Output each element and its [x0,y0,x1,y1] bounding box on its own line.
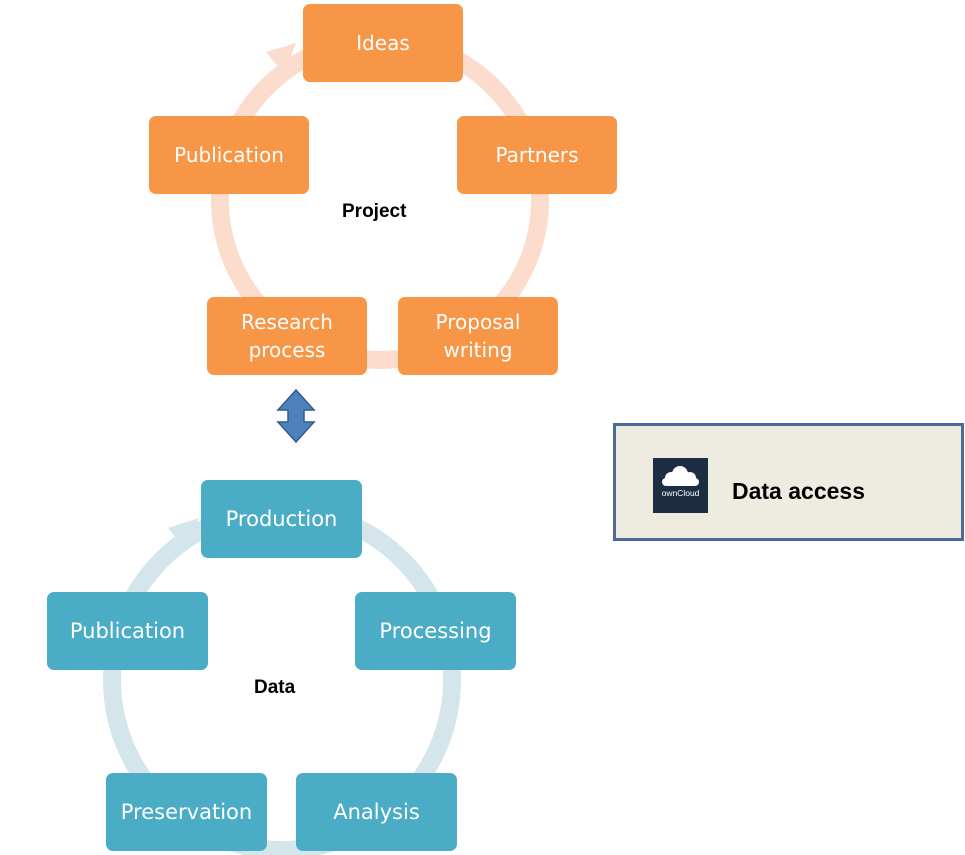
data-node-publication[interactable]: Publication [47,592,208,670]
data-ring-arrowhead [168,518,199,550]
project-node-research-process[interactable]: Research process [207,297,367,375]
project-node-publication[interactable]: Publication [149,116,309,194]
cloud-icon [662,466,699,486]
data-node-preservation[interactable]: Preservation [106,773,267,851]
project-node-proposal-writing[interactable]: Proposal writing [398,297,558,375]
data-node-processing[interactable]: Processing [355,592,516,670]
project-ring-arrowhead [266,43,296,74]
project-node-partners[interactable]: Partners [457,116,617,194]
double-vertical-arrow-icon [276,388,316,444]
project-node-ideas[interactable]: Ideas [303,4,463,82]
data-node-analysis[interactable]: Analysis [296,773,457,851]
project-center-label: Project [342,201,407,222]
data-access-panel[interactable]: ownCloud Data access [613,423,964,541]
data-node-production[interactable]: Production [201,480,362,558]
data-access-label: Data access [732,478,865,504]
data-center-label: Data [254,677,296,698]
owncloud-logo-icon: ownCloud [653,458,708,513]
logo-text: ownCloud [661,488,700,498]
